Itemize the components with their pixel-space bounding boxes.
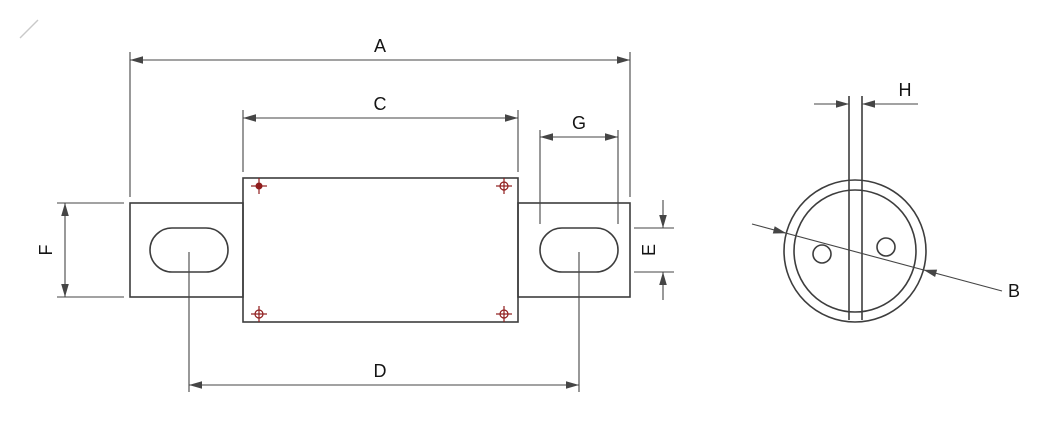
dimension-label-A: A [374, 36, 386, 56]
arrowhead [659, 272, 667, 285]
dimension-F-terminal-width: F [36, 202, 124, 298]
dimension-H-blade-thickness: H [814, 80, 918, 108]
arrowhead [772, 226, 787, 234]
arrowhead [659, 215, 667, 228]
dimension-label-H: H [899, 80, 912, 100]
datum-marker-bottom-right [496, 306, 512, 322]
front-view: A C G F [36, 36, 674, 392]
dimension-line [751, 223, 1003, 292]
arrowhead [243, 114, 256, 122]
arrowhead [923, 269, 938, 277]
arrowhead [61, 203, 69, 216]
dimension-label-B: B [1008, 281, 1020, 301]
dimension-B-diameter: B [751, 223, 1020, 301]
arrowhead [836, 100, 849, 108]
arrowhead [566, 381, 579, 389]
left-hole [812, 244, 832, 264]
right-hole [876, 237, 896, 257]
end-view: H B [751, 80, 1020, 323]
arrowhead [605, 133, 618, 141]
dimension-label-C: C [374, 94, 387, 114]
dimension-label-G: G [572, 113, 586, 133]
corner-markers [251, 178, 512, 322]
arrowhead [862, 100, 875, 108]
arrowhead [61, 284, 69, 297]
dimension-label-D: D [374, 361, 387, 381]
inner-circle [793, 189, 917, 313]
arrowhead [189, 381, 202, 389]
fuse-body-outline [242, 177, 519, 323]
dimension-label-E: E [639, 244, 659, 256]
dimension-C-body-length: C [242, 94, 519, 172]
right-terminal-tab [517, 202, 631, 298]
dimension-G-slot-length: G [539, 113, 619, 224]
dimension-A-overall-length: A [129, 36, 631, 197]
datum-marker-top-left [251, 178, 267, 194]
page-corner-mark [19, 19, 39, 39]
outer-circle [783, 179, 927, 323]
fuse-end-outline [783, 96, 927, 323]
dimension-E-slot-height: E [634, 200, 674, 300]
arrowhead [617, 56, 630, 64]
datum-marker-bottom-left [251, 306, 267, 322]
left-terminal-tab [129, 202, 244, 298]
dimension-D-slot-center-distance: D [188, 252, 580, 392]
fuse-front-outline [129, 177, 631, 323]
dimension-label-F: F [36, 245, 56, 256]
arrowhead [130, 56, 143, 64]
arrowhead [505, 114, 518, 122]
arrowhead [540, 133, 553, 141]
datum-marker-top-right [496, 178, 512, 194]
